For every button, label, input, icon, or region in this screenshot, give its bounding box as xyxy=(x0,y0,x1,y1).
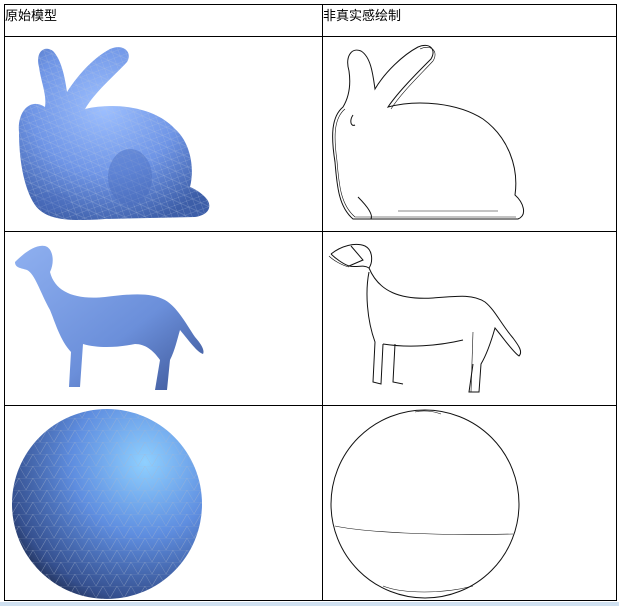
cell-bunny-sketch xyxy=(322,36,617,232)
table-row-bunny xyxy=(4,36,617,232)
comparison-table: 原始模型 非真实感绘制 xyxy=(4,4,617,601)
dog-sketch-lines xyxy=(328,243,522,393)
table-row-dog xyxy=(4,231,617,406)
sphere-model-image xyxy=(12,409,202,599)
bunny-sketch-lines xyxy=(332,44,525,220)
table-row-sphere xyxy=(4,405,617,601)
dog-shape xyxy=(15,245,204,390)
bunny-shape xyxy=(18,47,210,221)
dog-sketch-image xyxy=(328,243,522,393)
cell-sphere-model xyxy=(4,405,323,601)
page-bottom-edge xyxy=(0,602,619,606)
header-npr-rendering: 非真实感绘制 xyxy=(322,4,617,37)
cell-sphere-sketch xyxy=(322,405,617,601)
bunny-sketch-image xyxy=(332,44,525,220)
cell-dog-sketch xyxy=(322,231,617,406)
bunny-model-image xyxy=(18,47,210,221)
sphere-sketch-lines xyxy=(330,409,520,599)
cell-bunny-model xyxy=(4,36,323,232)
header-original-model: 原始模型 xyxy=(4,4,323,37)
dog-model-image xyxy=(15,245,204,390)
sphere-sketch-image xyxy=(330,409,520,599)
header-row: 原始模型 非真实感绘制 xyxy=(4,4,617,37)
cell-dog-model xyxy=(4,231,323,406)
sphere-shape xyxy=(12,409,202,599)
